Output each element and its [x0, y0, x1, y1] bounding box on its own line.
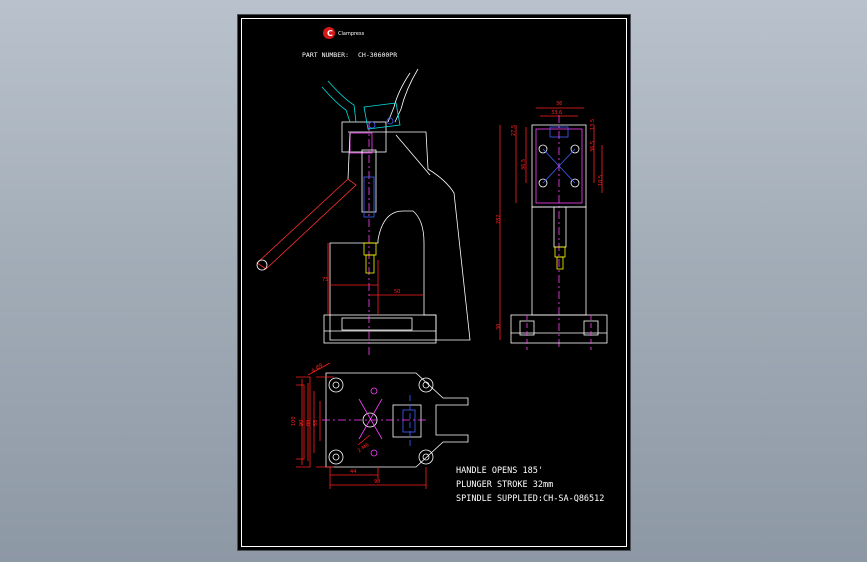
dim-front-right-c: 10.5	[598, 175, 604, 186]
dim-plan-h2: 90	[299, 420, 305, 426]
dim-front-right-b: 36.5	[590, 141, 596, 152]
cad-drawing: C Clampress PART NUMBER: CH-30600PR	[256, 27, 608, 504]
front-view	[499, 107, 608, 350]
brand-name: Clampress	[338, 31, 365, 37]
note-handle-opens: HANDLE OPENS 185'	[456, 466, 543, 476]
dim-plan-h4: 55	[313, 420, 319, 426]
drawing-border	[241, 18, 627, 547]
dim-side-throat: 50	[394, 289, 400, 295]
dim-front-base: 30	[496, 324, 502, 330]
dim-plan-h1: 100	[291, 416, 297, 426]
dim-front-left-a: 27.5	[511, 125, 517, 136]
part-number: CH-30600PR	[358, 51, 397, 59]
dim-front-height: 282	[496, 214, 502, 224]
side-view	[256, 68, 471, 355]
dim-plan-w2: 98	[374, 479, 380, 485]
dim-side-height: 75	[322, 277, 328, 283]
dim-plan-w1: 44	[350, 469, 356, 475]
dim-front-top-width: 36	[556, 101, 562, 107]
note-spindle-supplied: SPINDLE SUPPLIED:CH-SA-Q86512	[456, 494, 604, 504]
drawing-sheet: C Clampress PART NUMBER: CH-30600PR	[237, 14, 631, 551]
svg-text:C: C	[327, 29, 333, 38]
plan-view	[296, 362, 469, 489]
dim-plan-h3: 80	[306, 420, 312, 426]
note-plunger-stroke: PLUNGER STROKE 32mm	[456, 480, 553, 490]
dim-front-right-a: 13.5	[590, 119, 596, 130]
dim-front-left-b: 36.5	[521, 159, 527, 170]
dim-plan-hole: 4-Ø9	[310, 362, 324, 375]
part-number-label: PART NUMBER:	[302, 51, 349, 59]
dim-front-inner-width: 33.6	[551, 110, 562, 116]
brand-logo: C Clampress	[323, 27, 365, 39]
